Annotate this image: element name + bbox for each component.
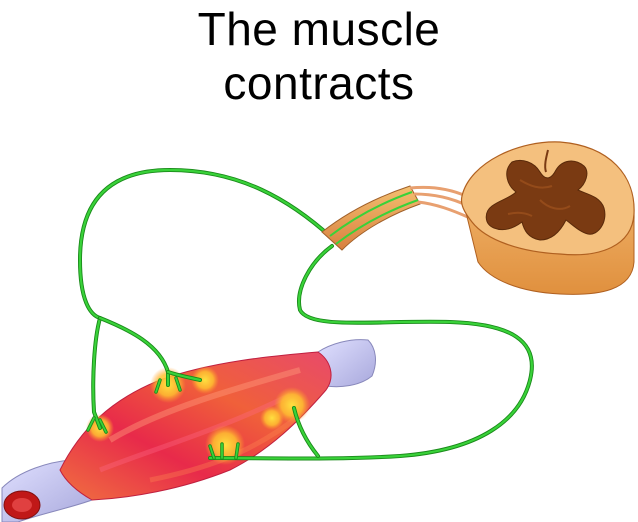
spinal-cord-grey-matter [485, 159, 606, 241]
nerve-fibers [78, 168, 534, 461]
spinal-cord [460, 141, 635, 295]
nerve-twigs-left-core [87, 417, 107, 433]
endplate-3 [191, 366, 219, 394]
nerve-loop-lower-core [208, 244, 533, 460]
title-line-1: The muscle [197, 3, 441, 55]
grey-matter-texture [507, 179, 571, 217]
nerve-loop-upper-core [78, 168, 334, 320]
nerve-loop-upper [78, 168, 334, 320]
tendon-upper [317, 339, 376, 388]
nerve-root-sheath [321, 185, 421, 251]
dorsal-sulcus [544, 149, 549, 173]
nerve-root [321, 185, 471, 251]
muscle-streak-1 [108, 367, 301, 443]
nerve-twigs-top-core [155, 377, 181, 393]
root-filament-3 [417, 200, 471, 220]
nerve-branch-right-core [292, 406, 320, 458]
nerve-branch-left-core [92, 316, 102, 430]
tendon-cut-inner [12, 498, 32, 512]
endplate-6 [260, 406, 284, 430]
muscle [1, 339, 376, 522]
root-fiber-1 [329, 191, 413, 237]
diagram-title: The muscle contracts [0, 2, 638, 110]
root-filament-1 [409, 185, 467, 198]
title-line-2: contracts [223, 57, 415, 109]
nerve-branch-middle-2-core [166, 370, 202, 382]
nerve-twigs-bottom-core [209, 443, 239, 459]
root-filament-2 [413, 192, 469, 208]
root-fiber-2 [335, 199, 419, 245]
muscle-streak-2 [99, 392, 292, 473]
